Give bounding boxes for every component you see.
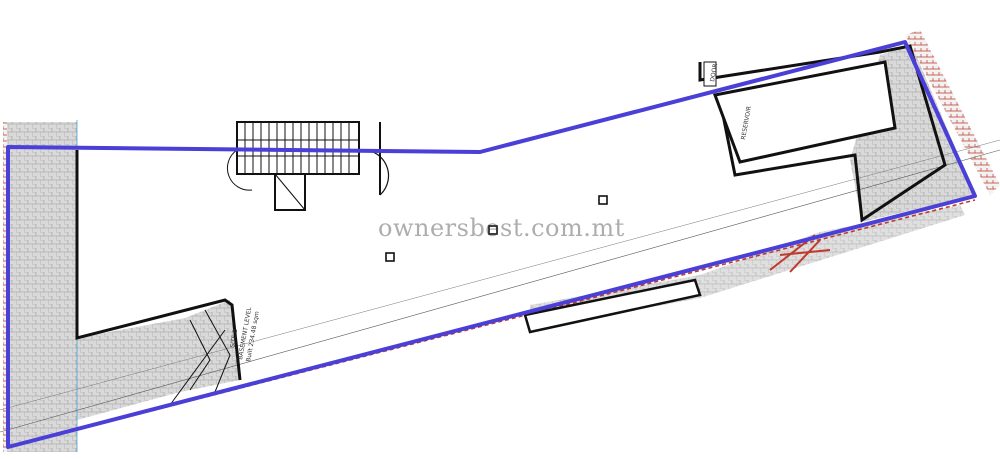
door-label: DOOR: [709, 63, 719, 82]
column-marker-icon: [488, 225, 498, 235]
reservoir-box: [712, 60, 897, 164]
bottom-left-hatched-zone: [77, 300, 240, 420]
lower-light-well: [523, 278, 702, 334]
property-outline: [6, 40, 977, 449]
left-boundary-strip: [3, 122, 7, 452]
left-hatched-wall: [5, 122, 77, 452]
column-marker-icon: [385, 252, 395, 262]
site-note-1: SITE B: [229, 328, 239, 348]
watermark-text: ownersbest.com.mt: [378, 214, 625, 242]
bottom-boundary-line: [9, 199, 976, 448]
column-marker-icon: [598, 195, 608, 205]
ramp-bracing: [169, 309, 231, 406]
right-interior-wall: [698, 44, 947, 223]
stairs-icon: [227, 121, 390, 211]
interior-wall: [75, 150, 242, 381]
right-boundary-strip: [905, 30, 1000, 195]
